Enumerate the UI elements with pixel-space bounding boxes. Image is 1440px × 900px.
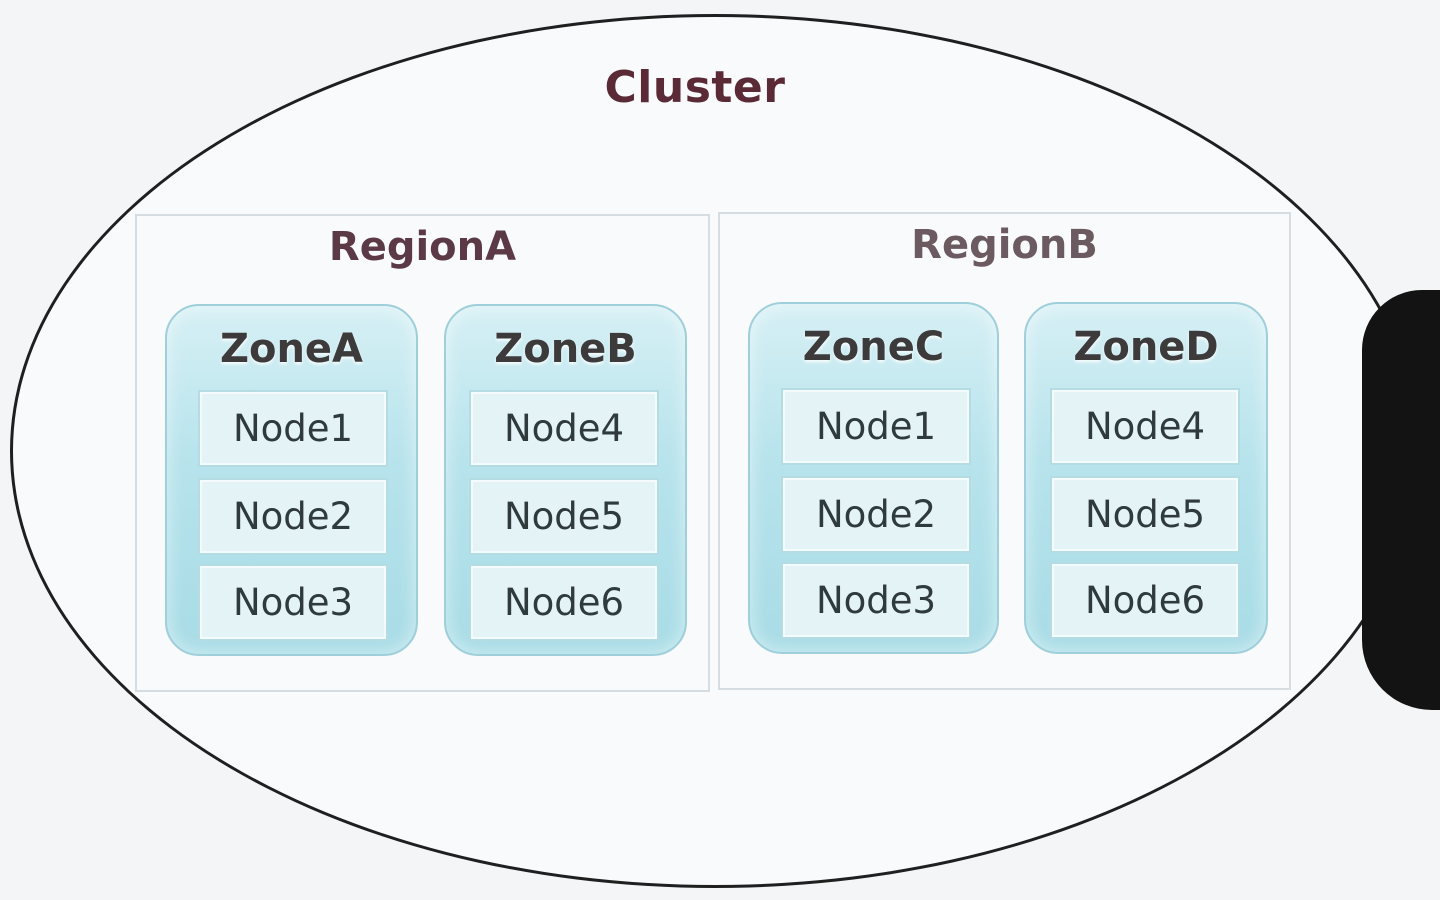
zone-d: ZoneD Node4 Node5 Node6: [1024, 302, 1268, 654]
zone-b-node-3: Node6: [469, 564, 659, 641]
zone-d-node-3: Node6: [1050, 562, 1240, 639]
zone-d-title: ZoneD: [1073, 324, 1219, 370]
zone-c-title: ZoneC: [802, 324, 945, 370]
presenter-silhouette: [1362, 290, 1440, 710]
zone-b-node-1: Node4: [469, 390, 659, 467]
zone-c-node-1: Node1: [781, 388, 971, 465]
zone-a-title: ZoneA: [219, 326, 364, 372]
zone-a-node-2: Node2: [198, 478, 388, 555]
zone-b-title: ZoneB: [494, 326, 637, 372]
cluster-title: Cluster: [604, 62, 786, 113]
zone-a: ZoneA Node1 Node2 Node3: [165, 304, 418, 656]
region-a: RegionA ZoneA Node1 Node2 Node3 ZoneB No…: [135, 214, 710, 692]
zone-a-node-3: Node3: [198, 564, 388, 641]
zone-c-node-3: Node3: [781, 562, 971, 639]
region-b: RegionB ZoneC Node1 Node2 Node3 ZoneD No…: [718, 212, 1291, 690]
region-a-title: RegionA: [328, 224, 517, 270]
zone-d-node-1: Node4: [1050, 388, 1240, 465]
zone-b: ZoneB Node4 Node5 Node6: [444, 304, 687, 656]
zone-d-node-2: Node5: [1050, 476, 1240, 553]
zone-c-node-2: Node2: [781, 476, 971, 553]
zone-b-node-2: Node5: [469, 478, 659, 555]
zone-a-node-1: Node1: [198, 390, 388, 467]
zone-c: ZoneC Node1 Node2 Node3: [748, 302, 999, 654]
region-b-title: RegionB: [911, 222, 1098, 268]
